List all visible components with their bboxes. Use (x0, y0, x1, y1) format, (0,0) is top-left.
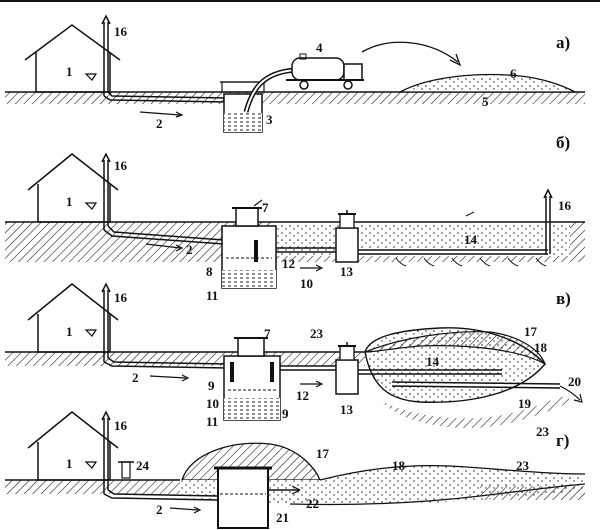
sewer-pipe (103, 229, 225, 245)
sewer-pipe (103, 493, 219, 501)
sewer-pipe (103, 95, 227, 103)
collector-pipe (391, 381, 561, 385)
label-12: 12 (296, 388, 309, 403)
arrow-up-icon (101, 282, 111, 293)
tank-neck (235, 207, 259, 227)
label-2: 2 (132, 370, 139, 385)
label-16: 16 (114, 158, 128, 173)
panel-letter-b: б) (556, 133, 570, 152)
arrow-up-icon (543, 188, 553, 199)
filter-mound (181, 442, 321, 481)
label-10: 10 (300, 276, 313, 291)
label-23-low: 23 (536, 424, 550, 439)
label-5: 5 (482, 94, 489, 109)
label-23: 23 (310, 326, 324, 341)
ground-hatch (5, 480, 180, 494)
flow-arrow-icon (315, 264, 324, 272)
label-1: 1 (66, 456, 73, 471)
label-10: 10 (206, 396, 219, 411)
tee-out (270, 362, 274, 382)
panel-letter-v: в) (556, 289, 571, 308)
flow-arrow-icon (139, 111, 181, 116)
flow-arrow-icon (175, 244, 184, 252)
label-19: 19 (518, 396, 532, 411)
label-16: 16 (114, 418, 128, 433)
label-2: 2 (156, 502, 163, 517)
flow-arrow-icon (181, 374, 190, 382)
tee-in (230, 362, 234, 382)
panel-letter-a: а) (556, 33, 570, 52)
sewer-pipe (103, 361, 229, 369)
label-9-right: 9 (282, 406, 289, 421)
panel-letter-g: г) (556, 431, 569, 450)
label-1: 1 (66, 324, 73, 339)
label-13: 13 (340, 402, 354, 417)
label-2: 2 (156, 116, 163, 131)
label-14: 14 (464, 232, 478, 247)
label-11: 11 (206, 288, 218, 303)
flow-arrow-icon (193, 506, 202, 514)
label-1: 1 (66, 194, 73, 209)
label-2: 2 (186, 242, 193, 257)
sink-icon (84, 461, 98, 469)
label-9-left: 9 (208, 378, 215, 393)
label-17: 17 (316, 446, 330, 461)
soil-cover (364, 331, 547, 366)
tank (217, 467, 269, 529)
ground-hatch-low (380, 396, 575, 428)
label-21: 21 (276, 510, 289, 525)
house (27, 283, 119, 321)
label-4: 4 (316, 40, 323, 55)
label-24: 24 (136, 458, 150, 473)
label-16: 16 (114, 24, 128, 39)
arrow-up-icon (101, 14, 111, 25)
label-7: 7 (262, 200, 269, 215)
label-8: 8 (206, 264, 213, 279)
vacuum-truck (286, 53, 364, 90)
label-23: 23 (516, 458, 530, 473)
filter-layer (270, 222, 570, 256)
sink-icon (84, 202, 98, 210)
partition (254, 240, 258, 262)
field-pile (399, 73, 576, 93)
transport-arrow-icon (361, 41, 459, 63)
label-3: 3 (266, 112, 273, 127)
label-13: 13 (340, 264, 354, 279)
label-1: 1 (66, 64, 73, 79)
label-7: 7 (264, 326, 271, 341)
label-22: 22 (306, 496, 319, 511)
distribution-well (335, 227, 359, 263)
discharge-arrow-icon (559, 385, 581, 401)
label-18: 18 (392, 458, 406, 473)
sink-icon (84, 73, 98, 81)
panel-g: 1 16 24 2 17 18 21 22 23 г) (5, 410, 586, 529)
label-17: 17 (524, 324, 538, 339)
label-11: 11 (206, 414, 218, 429)
house (27, 411, 119, 449)
label-12: 12 (282, 256, 295, 271)
house (27, 153, 119, 191)
label-14: 14 (426, 354, 440, 369)
label-16: 16 (114, 290, 128, 305)
arrow-up-icon (101, 152, 111, 163)
panel-a: 1 16 2 3 4 6 5 а) (5, 14, 585, 133)
tank-neck (237, 337, 265, 357)
valve-icon (121, 461, 131, 479)
sink-icon (84, 329, 98, 337)
panel-b: 1 16 2 7 8 11 10 12 13 14 16 б) (5, 133, 585, 303)
distribution-well (335, 359, 359, 395)
ground-hatch (5, 92, 585, 104)
label-6: 6 (510, 66, 517, 81)
label-20: 20 (568, 374, 581, 389)
seepage-arrows (395, 257, 547, 267)
arrow-up-icon (101, 410, 111, 421)
house (24, 24, 121, 93)
label-16-end: 16 (558, 198, 572, 213)
hatch-icon (253, 199, 263, 207)
panel-v: 1 16 2 7 9 9 10 11 12 13 14 17 18 19 20 … (5, 282, 583, 439)
flow-arrow-icon (315, 380, 324, 388)
label-18: 18 (534, 340, 548, 355)
